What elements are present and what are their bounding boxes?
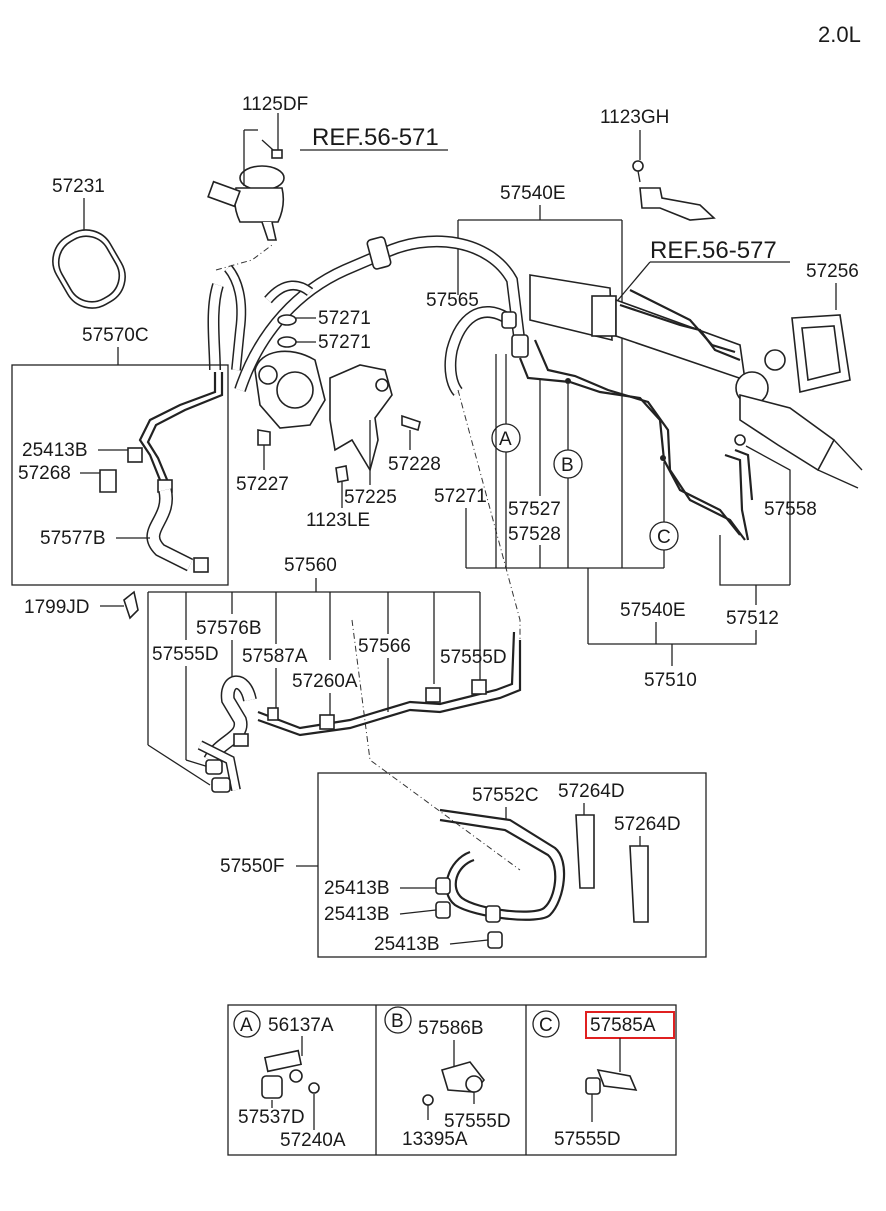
callout-C-letter: C bbox=[657, 527, 671, 548]
part-label-57510: 57510 bbox=[644, 670, 697, 691]
part-label-1799JD: 1799JD bbox=[24, 597, 90, 618]
panel-A-letter: A bbox=[240, 1015, 253, 1036]
part-label-57527: 57527 bbox=[508, 499, 561, 520]
detail-panel-frame bbox=[227, 1004, 677, 1156]
part-label-57550F: 57550F bbox=[220, 856, 284, 877]
part-label-57231: 57231 bbox=[52, 176, 105, 197]
part-label-1123LE: 1123LE bbox=[306, 510, 370, 531]
hose-drawing bbox=[207, 235, 529, 396]
return-hose-drawing bbox=[99, 372, 224, 573]
reservoir-drawing bbox=[207, 113, 448, 241]
highlight-box-57585A bbox=[585, 1011, 675, 1039]
detail-panel-A: A 56137A 57537D 57240A bbox=[233, 1010, 346, 1151]
part-label-57587A: 57587A bbox=[242, 646, 308, 667]
part-label-57260A: 57260A bbox=[292, 671, 358, 692]
part-label-57528: 57528 bbox=[508, 524, 561, 545]
steering-gear-drawing bbox=[529, 274, 863, 489]
part-label-57271-c: 57271 bbox=[434, 486, 487, 507]
part-label-57256: 57256 bbox=[806, 261, 859, 282]
panel-A-label-1: 56137A bbox=[268, 1015, 334, 1036]
part-label-25413B-c: 25413B bbox=[374, 934, 440, 955]
panel-C-label-2: 57555D bbox=[554, 1129, 621, 1150]
part-label-25413B-b: 25413B bbox=[324, 904, 390, 925]
part-label-57555D-mid: 57555D bbox=[440, 647, 507, 668]
part-label-57570C: 57570C bbox=[82, 325, 149, 346]
panel-B-circle bbox=[384, 1006, 412, 1034]
part-label-57227: 57227 bbox=[236, 474, 289, 495]
panel-C-letter: C bbox=[539, 1015, 553, 1036]
reference-label-56-577: REF.56-577 bbox=[650, 237, 777, 264]
detail-panel-B: B 57586B 13395A 57555D bbox=[384, 1006, 511, 1150]
panel-C-circle bbox=[532, 1010, 560, 1038]
part-label-57540E-bottom: 57540E bbox=[620, 600, 686, 621]
part-label-57271-a: 57271 bbox=[318, 308, 371, 329]
part-label-25413B-left: 25413B bbox=[22, 440, 88, 461]
part-label-57512: 57512 bbox=[726, 608, 779, 629]
panel-B-label-2: 13395A bbox=[402, 1129, 468, 1150]
reference-label-56-571: REF.56-571 bbox=[312, 124, 439, 151]
box-57570C bbox=[11, 364, 229, 586]
clip-1799JD-drawing bbox=[123, 590, 139, 620]
box-57550F bbox=[317, 772, 707, 958]
bracket-1123GH-drawing bbox=[632, 160, 716, 221]
part-label-57264D-a: 57264D bbox=[558, 781, 625, 802]
panel-A-label-3: 57240A bbox=[280, 1130, 346, 1151]
part-label-1125DF: 1125DF bbox=[242, 94, 308, 115]
part-label-57576B: 57576B bbox=[196, 618, 262, 639]
panel-B-label-1: 57586B bbox=[418, 1018, 484, 1039]
part-label-1123GH: 1123GH bbox=[600, 107, 669, 128]
part-label-57560: 57560 bbox=[284, 555, 337, 576]
part-label-57268: 57268 bbox=[18, 463, 71, 484]
part-label-57225: 57225 bbox=[344, 487, 397, 508]
pressure-line-drawing bbox=[518, 339, 754, 541]
panel-A-label-2: 57537D bbox=[238, 1107, 305, 1128]
cooler-line-drawing bbox=[197, 631, 522, 793]
part-label-57565: 57565 bbox=[426, 290, 479, 311]
panel-B-label-3: 57555D bbox=[444, 1111, 511, 1132]
part-label-57540E-top: 57540E bbox=[500, 183, 566, 204]
cooler-drawing bbox=[435, 808, 649, 949]
part-label-57577B: 57577B bbox=[40, 528, 106, 549]
panel-C-label-1: 57585A bbox=[590, 1015, 656, 1036]
part-label-57271-b: 57271 bbox=[318, 332, 371, 353]
callout-A-letter: A bbox=[499, 429, 512, 450]
part-label-25413B-a: 25413B bbox=[324, 878, 390, 899]
part-label-57264D-b: 57264D bbox=[614, 814, 681, 835]
part-label-57552C: 57552C bbox=[472, 785, 539, 806]
part-label-57566: 57566 bbox=[358, 636, 411, 657]
detail-panel-C: C 57585A 57555D bbox=[532, 1010, 675, 1150]
engine-spec-label: 2.0L bbox=[818, 22, 861, 47]
part-label-57228: 57228 bbox=[388, 454, 441, 475]
callout-B-letter: B bbox=[561, 455, 574, 476]
panel-A-circle bbox=[233, 1010, 261, 1038]
belt-drawing bbox=[52, 229, 126, 309]
panel-B-letter: B bbox=[391, 1011, 404, 1032]
part-label-57555D-left: 57555D bbox=[152, 644, 219, 665]
pump-drawing bbox=[254, 314, 421, 483]
